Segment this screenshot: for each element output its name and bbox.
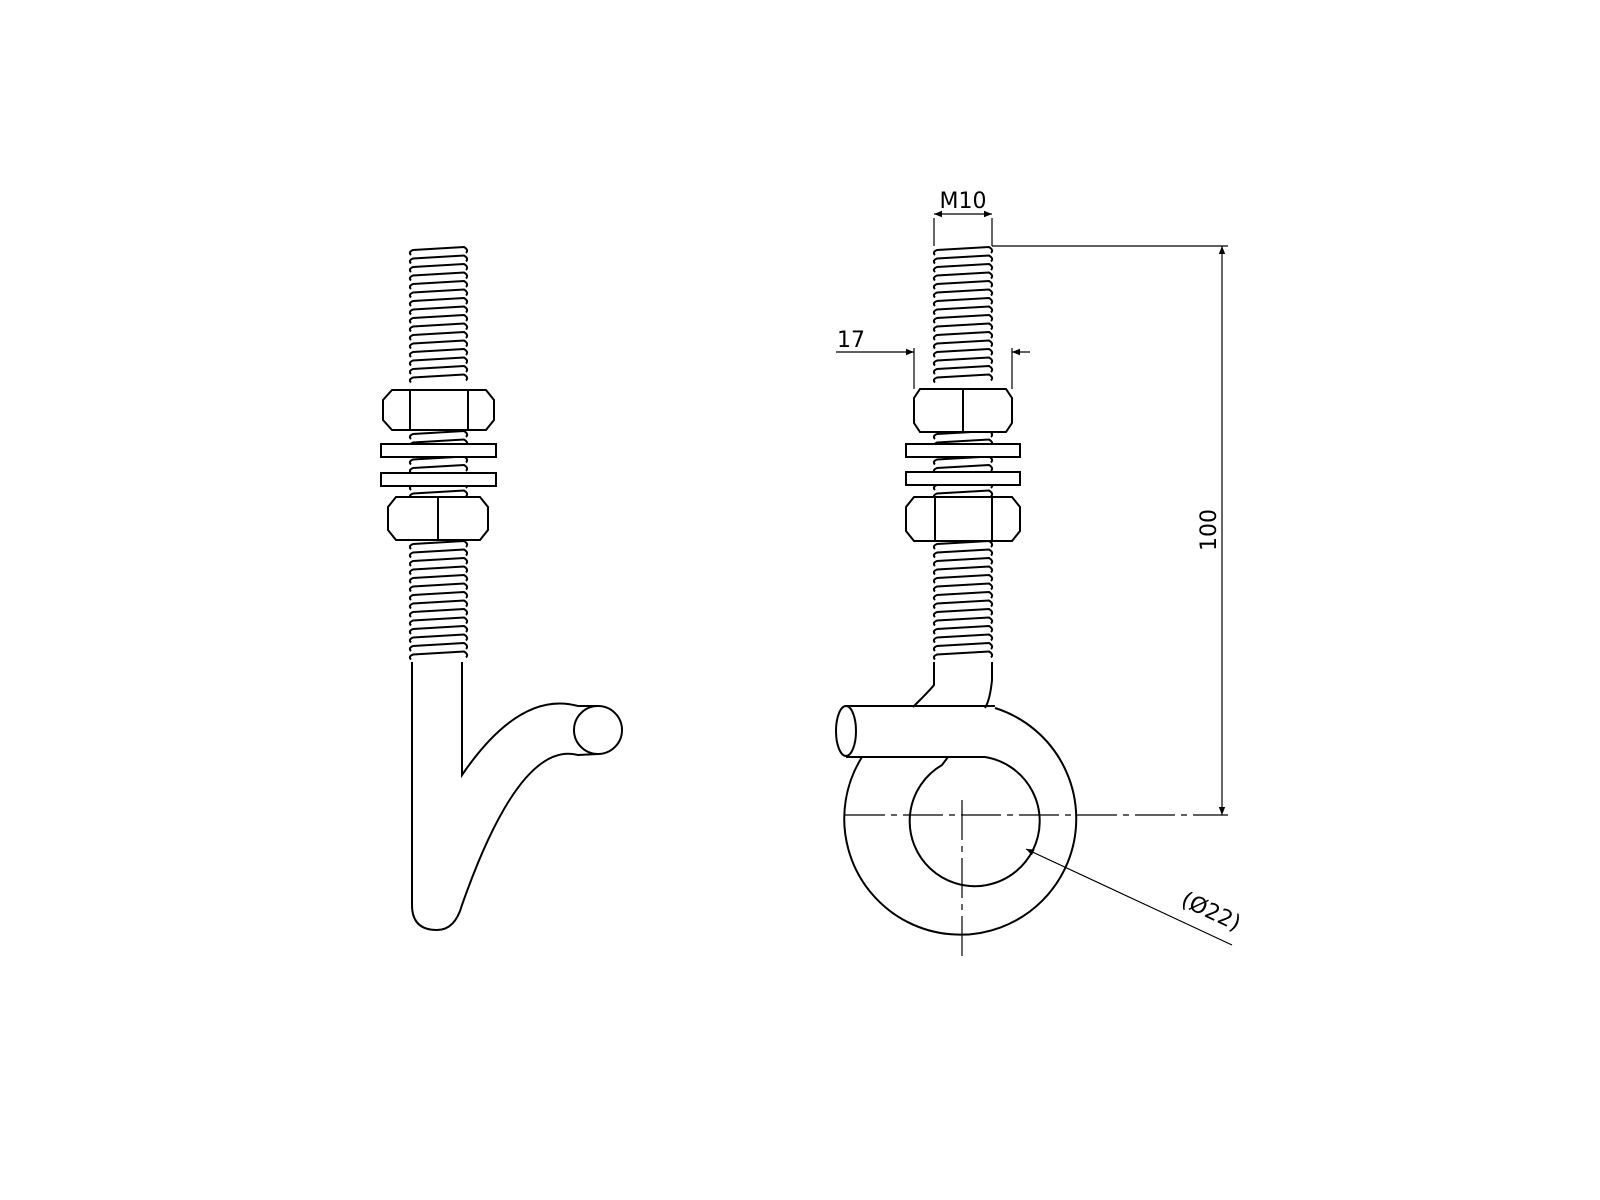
eye-diameter-label: (Ø22) <box>1177 888 1244 937</box>
thread-crest <box>408 429 469 440</box>
thread-crest <box>408 650 469 661</box>
thread-crest <box>932 539 994 550</box>
thread-crest <box>408 330 469 341</box>
thread-crest <box>932 347 994 358</box>
thread-crest <box>408 288 469 299</box>
lower-washer <box>380 472 497 487</box>
thread-crest <box>932 339 994 350</box>
thread-crest <box>408 279 469 290</box>
thread-crest <box>408 313 469 324</box>
thread-crest <box>408 271 469 282</box>
front-view <box>835 245 1228 960</box>
side-view <box>380 245 623 932</box>
thread-crest <box>408 356 469 367</box>
neck-right <box>984 662 993 709</box>
thread-crest <box>408 463 469 474</box>
thread-crest <box>932 624 994 635</box>
thread-crest <box>932 364 994 375</box>
thread-crest <box>932 296 994 307</box>
thread-crest <box>932 607 994 618</box>
thread-crest <box>932 288 994 299</box>
thread-size-label: M10 <box>940 189 987 214</box>
thread-crest <box>408 641 469 652</box>
upper-washer <box>905 443 1021 458</box>
thread-crest <box>408 556 469 567</box>
thread-crest <box>408 373 469 384</box>
thread-crest <box>932 548 994 559</box>
thread-crest <box>932 565 994 576</box>
thread-crest <box>932 322 994 333</box>
thread-crest <box>408 624 469 635</box>
thread-lower <box>408 429 469 661</box>
thread-crest <box>932 271 994 282</box>
rod <box>411 662 599 932</box>
thread-crest <box>932 599 994 610</box>
thread-crest <box>408 245 469 256</box>
thread-crest <box>932 633 994 644</box>
thread-crest <box>932 590 994 601</box>
thread-crest <box>932 616 994 627</box>
lower-nut <box>905 496 1021 542</box>
thread-crest <box>932 330 994 341</box>
eye-inner <box>908 756 1041 888</box>
dimension-eye-diameter: (Ø22) <box>1025 848 1244 946</box>
thread-crest <box>932 262 994 273</box>
thread-crest <box>408 339 469 350</box>
bar <box>846 705 995 758</box>
thread-crest <box>408 305 469 316</box>
thread-crest <box>408 347 469 358</box>
hook-end <box>573 705 623 755</box>
nut-width-label: 17 <box>837 328 865 353</box>
thread-crest <box>408 599 469 610</box>
thread-crest <box>408 322 469 333</box>
neck <box>912 662 935 708</box>
thread-crest <box>408 607 469 618</box>
bar-end <box>835 705 857 757</box>
thread-crest <box>408 254 469 265</box>
thread-crest <box>932 556 994 567</box>
rod-inner <box>461 662 598 779</box>
thread-crest <box>408 633 469 644</box>
thread-crest <box>408 548 469 559</box>
thread-crest <box>932 641 994 652</box>
thread-lower <box>932 429 994 661</box>
thread-crest <box>932 245 994 256</box>
thread-crest <box>932 254 994 265</box>
thread-crest <box>932 650 994 661</box>
thread-crest <box>932 582 994 593</box>
length-label: 100 <box>1197 509 1222 551</box>
thread-crest <box>408 616 469 627</box>
dimension-nut-width: 17 <box>836 328 1030 389</box>
upper-washer <box>380 443 497 458</box>
lower-nut <box>387 496 489 541</box>
upper-nut <box>913 388 1013 433</box>
dimension-thread: M10 <box>933 189 993 246</box>
thread-upper <box>932 245 994 384</box>
thread-upper <box>408 245 469 384</box>
thread-crest <box>408 582 469 593</box>
thread-crest <box>932 356 994 367</box>
thread-crest <box>932 373 994 384</box>
thread-crest <box>408 262 469 273</box>
lower-washer <box>905 471 1021 486</box>
thread-crest <box>408 364 469 375</box>
thread-crest <box>932 305 994 316</box>
thread-crest <box>408 296 469 307</box>
upper-nut <box>382 389 495 431</box>
thread-crest <box>408 565 469 576</box>
eye-outer <box>843 707 1078 936</box>
thread-crest <box>408 590 469 601</box>
thread-crest <box>932 313 994 324</box>
thread-crest <box>932 279 994 290</box>
dimension-length: 100 <box>992 245 1228 815</box>
thread-crest <box>408 573 469 584</box>
thread-crest <box>408 539 469 550</box>
thread-crest <box>932 573 994 584</box>
